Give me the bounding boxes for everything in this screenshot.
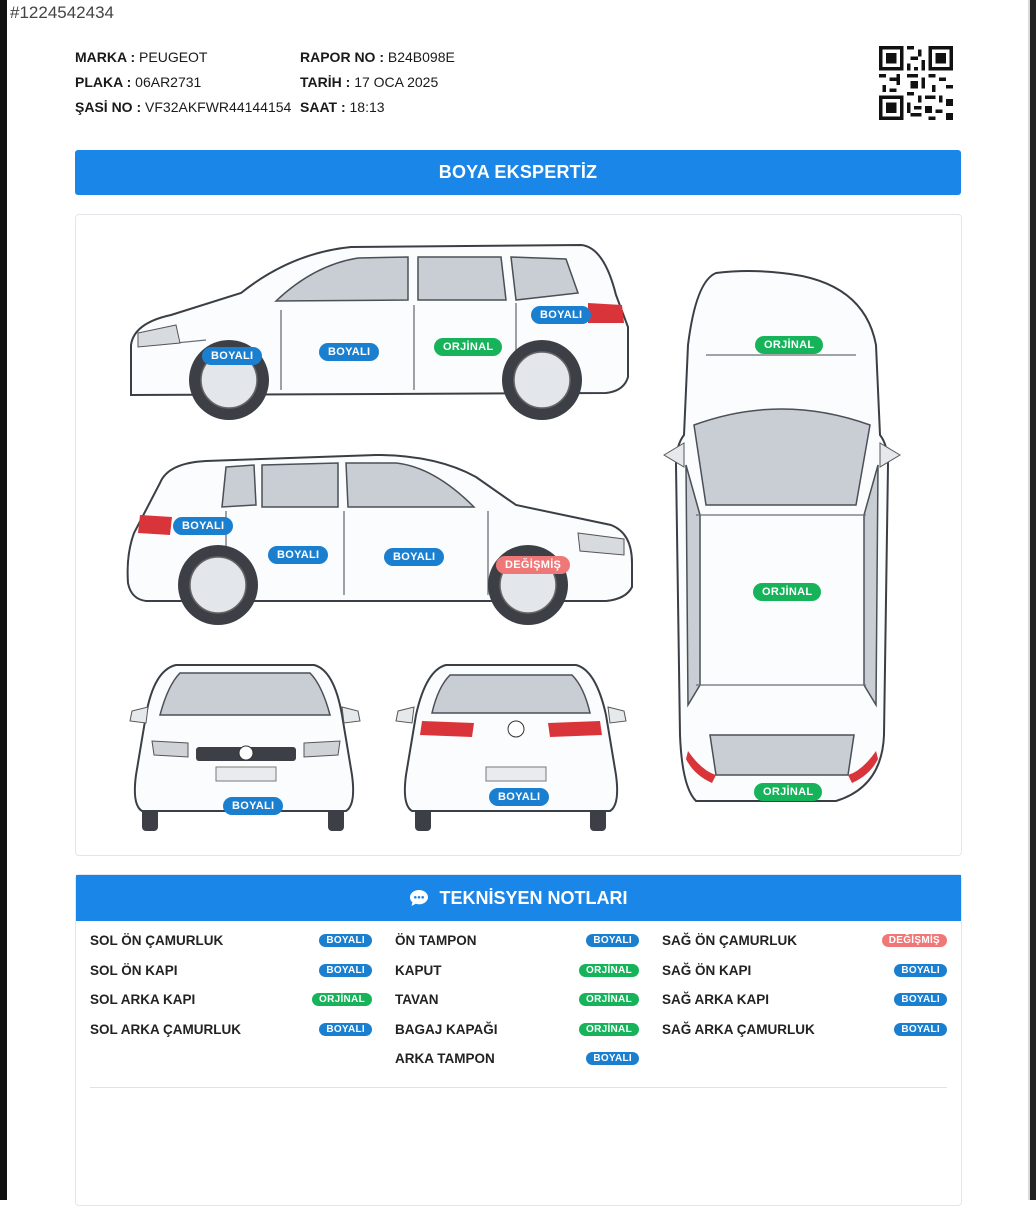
note-row: ARKA TAMPON BOYALI — [395, 1051, 639, 1081]
rapor-label: RAPOR NO : — [300, 49, 384, 65]
badge-left-rear-door: BOYALI — [319, 343, 379, 361]
notes-column-right: SAĞ ÖN ÇAMURLUK DEĞİŞMİŞ SAĞ ÖN KAPI BOYAL… — [662, 933, 947, 1051]
note-label: TAVAN — [395, 992, 439, 1007]
note-status-badge: BOYALI — [319, 934, 372, 947]
note-label: SAĞ ÖN ÇAMURLUK — [662, 933, 797, 948]
badge-right-rear-door: BOYALI — [268, 546, 328, 564]
note-status-badge: BOYALI — [894, 1023, 947, 1036]
notes-column-middle: ÖN TAMPON BOYALI KAPUT ORJİNAL TAVAN ORJİNA… — [395, 933, 639, 1081]
sasi-row: ŞASİ NO : VF32AKFWR44144154 — [75, 95, 291, 120]
note-label: SOL ÖN KAPI — [90, 963, 178, 978]
car-diagrams — [76, 215, 961, 855]
note-status-badge: BOYALI — [894, 964, 947, 977]
note-label: ARKA TAMPON — [395, 1051, 495, 1066]
section-title-banner: BOYA EKSPERTİZ — [75, 150, 961, 195]
note-row: KAPUT ORJİNAL — [395, 963, 639, 993]
car-right-side-view — [128, 455, 632, 625]
note-label: SAĞ ARKA ÇAMURLUK — [662, 1022, 815, 1037]
window-edge-left — [0, 0, 7, 1200]
note-status-badge: ORJİNAL — [312, 993, 372, 1006]
notes-header: TEKNİSYEN NOTLARI — [76, 875, 961, 921]
tarih-label: TARİH : — [300, 74, 350, 90]
saat-row: SAAT : 18:13 — [300, 95, 455, 120]
badge-front-bumper: BOYALI — [223, 797, 283, 815]
badge-rear-bumper: BOYALI — [489, 788, 549, 806]
note-status-badge: ORJİNAL — [579, 1023, 639, 1036]
badge-left-rear-fender: BOYALI — [202, 347, 262, 365]
note-row: ÖN TAMPON BOYALI — [395, 933, 639, 963]
badge-left-front-door: ORJİNAL — [434, 338, 502, 356]
badge-roof: ORJİNAL — [753, 583, 821, 601]
notes-title: TEKNİSYEN NOTLARI — [439, 888, 627, 909]
sasi-label: ŞASİ NO : — [75, 99, 141, 115]
badge-right-front-fender: DEĞİŞMİŞ — [496, 556, 570, 574]
car-left-side-view — [131, 245, 628, 420]
note-label: SAĞ ARKA KAPI — [662, 992, 769, 1007]
vehicle-info: MARKA : PEUGEOT PLAKA : 06AR2731 ŞASİ NO… — [75, 45, 291, 120]
note-status-badge: DEĞİŞMİŞ — [882, 934, 947, 947]
badge-left-front-fender: BOYALI — [531, 306, 591, 324]
tarih-value: 17 OCA 2025 — [354, 74, 438, 90]
note-row: SOL ARKA KAPI ORJİNAL — [90, 992, 372, 1022]
badge-right-rear-fender: BOYALI — [173, 517, 233, 535]
note-status-badge: ORJİNAL — [579, 964, 639, 977]
marka-value: PEUGEOT — [139, 49, 207, 65]
car-rear-view — [396, 665, 626, 831]
note-label: ÖN TAMPON — [395, 933, 477, 948]
notes-divider — [90, 1087, 947, 1088]
note-row: SOL ÖN ÇAMURLUK BOYALI — [90, 933, 372, 963]
report-info: RAPOR NO : B24B098E TARİH : 17 OCA 2025 … — [300, 45, 455, 120]
note-status-badge: BOYALI — [319, 1023, 372, 1036]
saat-value: 18:13 — [350, 99, 385, 115]
note-status-badge: BOYALI — [586, 934, 639, 947]
note-label: SOL ÖN ÇAMURLUK — [90, 933, 223, 948]
note-label: SOL ARKA KAPI — [90, 992, 195, 1007]
rapor-row: RAPOR NO : B24B098E — [300, 45, 455, 70]
marka-row: MARKA : PEUGEOT — [75, 45, 291, 70]
window-edge-right — [1030, 0, 1036, 1200]
note-row: SAĞ ÖN KAPI BOYALI — [662, 963, 947, 993]
car-diagram-panel: BOYALI BOYALI ORJİNAL BOYALI BOYALI BOYA… — [75, 214, 962, 856]
note-row: SAĞ ARKA KAPI BOYALI — [662, 992, 947, 1022]
qr-code-icon[interactable] — [879, 46, 953, 120]
note-row: SAĞ ARKA ÇAMURLUK BOYALI — [662, 1022, 947, 1052]
listing-id: #1224542434 — [10, 3, 114, 23]
badge-right-front-door: BOYALI — [384, 548, 444, 566]
plaka-label: PLAKA : — [75, 74, 131, 90]
note-status-badge: BOYALI — [894, 993, 947, 1006]
marka-label: MARKA : — [75, 49, 135, 65]
chat-bubble-icon — [409, 889, 429, 907]
plaka-value: 06AR2731 — [135, 74, 201, 90]
note-row: SAĞ ÖN ÇAMURLUK DEĞİŞMİŞ — [662, 933, 947, 963]
badge-trunk: ORJİNAL — [754, 783, 822, 801]
note-row: SOL ARKA ÇAMURLUK BOYALI — [90, 1022, 372, 1052]
note-status-badge: BOYALI — [319, 964, 372, 977]
note-label: KAPUT — [395, 963, 442, 978]
plaka-row: PLAKA : 06AR2731 — [75, 70, 291, 95]
badge-hood: ORJİNAL — [755, 336, 823, 354]
note-status-badge: ORJİNAL — [579, 993, 639, 1006]
note-label: SAĞ ÖN KAPI — [662, 963, 751, 978]
saat-label: SAAT : — [300, 99, 346, 115]
rapor-value: B24B098E — [388, 49, 455, 65]
note-row: TAVAN ORJİNAL — [395, 992, 639, 1022]
sasi-value: VF32AKFWR44144154 — [145, 99, 291, 115]
note-label: BAGAJ KAPAĞI — [395, 1022, 498, 1037]
note-row: SOL ÖN KAPI BOYALI — [90, 963, 372, 993]
note-row: BAGAJ KAPAĞI ORJİNAL — [395, 1022, 639, 1052]
tarih-row: TARİH : 17 OCA 2025 — [300, 70, 455, 95]
note-status-badge: BOYALI — [586, 1052, 639, 1065]
note-label: SOL ARKA ÇAMURLUK — [90, 1022, 241, 1037]
